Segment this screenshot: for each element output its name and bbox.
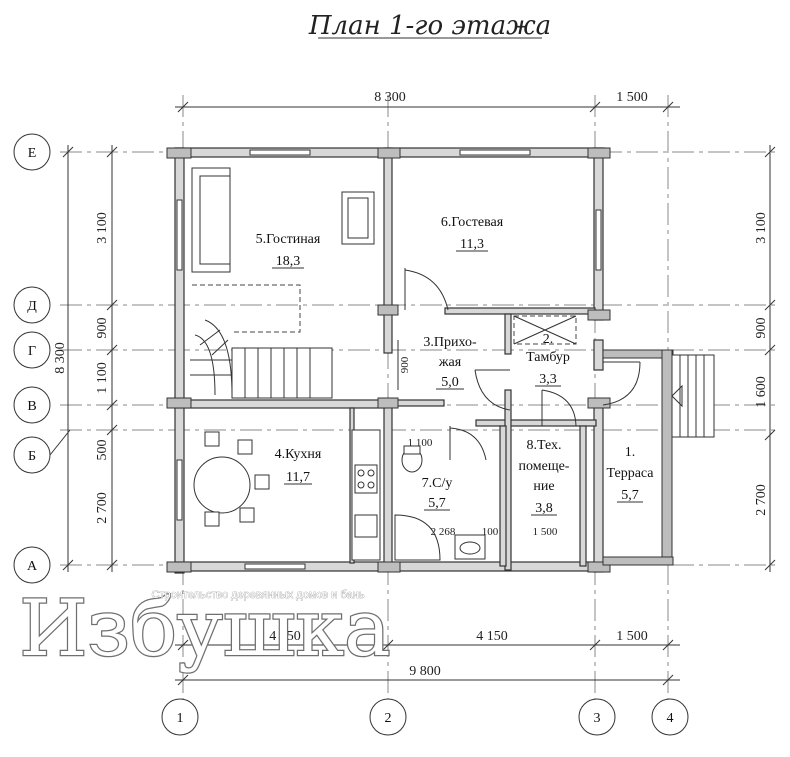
- axis-col-4: 4: [667, 711, 674, 726]
- room-living-area: 18,3: [276, 254, 301, 269]
- right-dimension-lines: [764, 145, 776, 572]
- room-tech-name: 8.Тех.: [526, 438, 561, 453]
- axis-row-v: В: [27, 399, 36, 414]
- dim-right-b-a: 2 700: [754, 484, 769, 516]
- room-kitchen-name: 4.Кухня: [275, 447, 322, 462]
- dim-left-g-v: 1 100: [95, 362, 110, 394]
- axis-col-1: 1: [177, 711, 184, 726]
- axis-row-d: Д: [27, 299, 37, 314]
- plan-title: План 1-го этажа: [308, 11, 551, 41]
- axis-col-3: 3: [594, 711, 601, 726]
- room-tech-area: 3,8: [535, 501, 553, 516]
- axis-row-a: А: [27, 559, 38, 574]
- column-axis-markers: 1 2 3 4: [161, 698, 689, 736]
- room-hall-area: 5,0: [441, 375, 459, 390]
- room-guest-area: 11,3: [460, 237, 484, 252]
- dim-left-e-d: 3 100: [95, 212, 110, 244]
- room-hall-name: 3.Прихо-: [423, 335, 477, 350]
- dim-top-terrace: 1 500: [616, 90, 648, 105]
- room-hall-name2: жая: [438, 355, 462, 370]
- room-tambour-name2: Тамбур: [526, 350, 570, 365]
- room-tech-name3: ние: [533, 479, 554, 494]
- windows: [176, 149, 602, 570]
- dim-inner-tech-width: 1 500: [533, 526, 558, 538]
- dim-right-terrace: 1 600: [754, 376, 769, 408]
- left-dimension-lines: [62, 145, 118, 572]
- room-tech-name2: помеще-: [519, 459, 570, 474]
- dim-left-total: 8 300: [53, 342, 68, 374]
- room-labels: 5.Гостиная 18,3 6.Гостевая 11,3 3.Прихо-…: [256, 215, 655, 516]
- watermark-tagline: Строительство деревянных домов и бань: [152, 589, 365, 601]
- room-wc-name: 7.С/у: [422, 476, 453, 491]
- room-kitchen-area: 11,7: [286, 470, 310, 485]
- dim-inner-wc-gap: 100: [482, 526, 499, 538]
- axis-row-e: Е: [28, 146, 37, 161]
- dim-bottom-2-3: 4 150: [476, 629, 508, 644]
- doors: [404, 268, 641, 461]
- room-wc-area: 5,7: [428, 496, 446, 511]
- dim-bottom-3-4: 1 500: [616, 629, 648, 644]
- terrace-railing: [602, 349, 674, 566]
- watermark-brand: Избушка: [19, 584, 390, 674]
- room-living-name: 5.Гостиная: [256, 232, 321, 247]
- top-dimension-lines: [175, 101, 680, 113]
- dim-bottom-total: 9 800: [409, 664, 441, 679]
- dim-right-d-g: 900: [754, 318, 769, 339]
- room-terrace-area: 5,7: [621, 488, 639, 503]
- room-terrace-name2: Терраса: [606, 466, 654, 481]
- axis-row-g: Г: [28, 344, 36, 359]
- dim-right-e-d: 3 100: [754, 212, 769, 244]
- room-tambour-name: 2.: [543, 332, 554, 347]
- dim-top-main: 8 300: [374, 90, 406, 105]
- tambour-cross: [513, 315, 577, 345]
- dim-left-b-a: 2 700: [95, 492, 110, 524]
- row-axis-markers: Е Д Г В Б А: [13, 133, 71, 584]
- living-furniture: [190, 167, 375, 399]
- room-terrace-name: 1.: [625, 445, 636, 460]
- dim-left-v-b: 500: [95, 440, 110, 461]
- room-guest-name: 6.Гостевая: [441, 215, 504, 230]
- dim-bottom-1-2: 4 150: [269, 629, 301, 644]
- dim-inner-wc-bottom: 2 268: [431, 526, 456, 538]
- axis-col-2: 2: [385, 711, 392, 726]
- dim-inner-hall: 900: [399, 356, 411, 373]
- axis-row-b: Б: [28, 449, 36, 464]
- kitchen-furniture: [193, 429, 381, 561]
- room-tambour-area: 3,3: [539, 372, 557, 387]
- dim-left-d-g: 900: [95, 318, 110, 339]
- log-ends: [166, 147, 611, 573]
- dim-inner-wc-width: 1 100: [408, 437, 433, 449]
- terrace-stairs: [671, 354, 715, 438]
- bathroom-fixtures: [394, 445, 486, 561]
- bottom-dimension-lines: [175, 639, 680, 686]
